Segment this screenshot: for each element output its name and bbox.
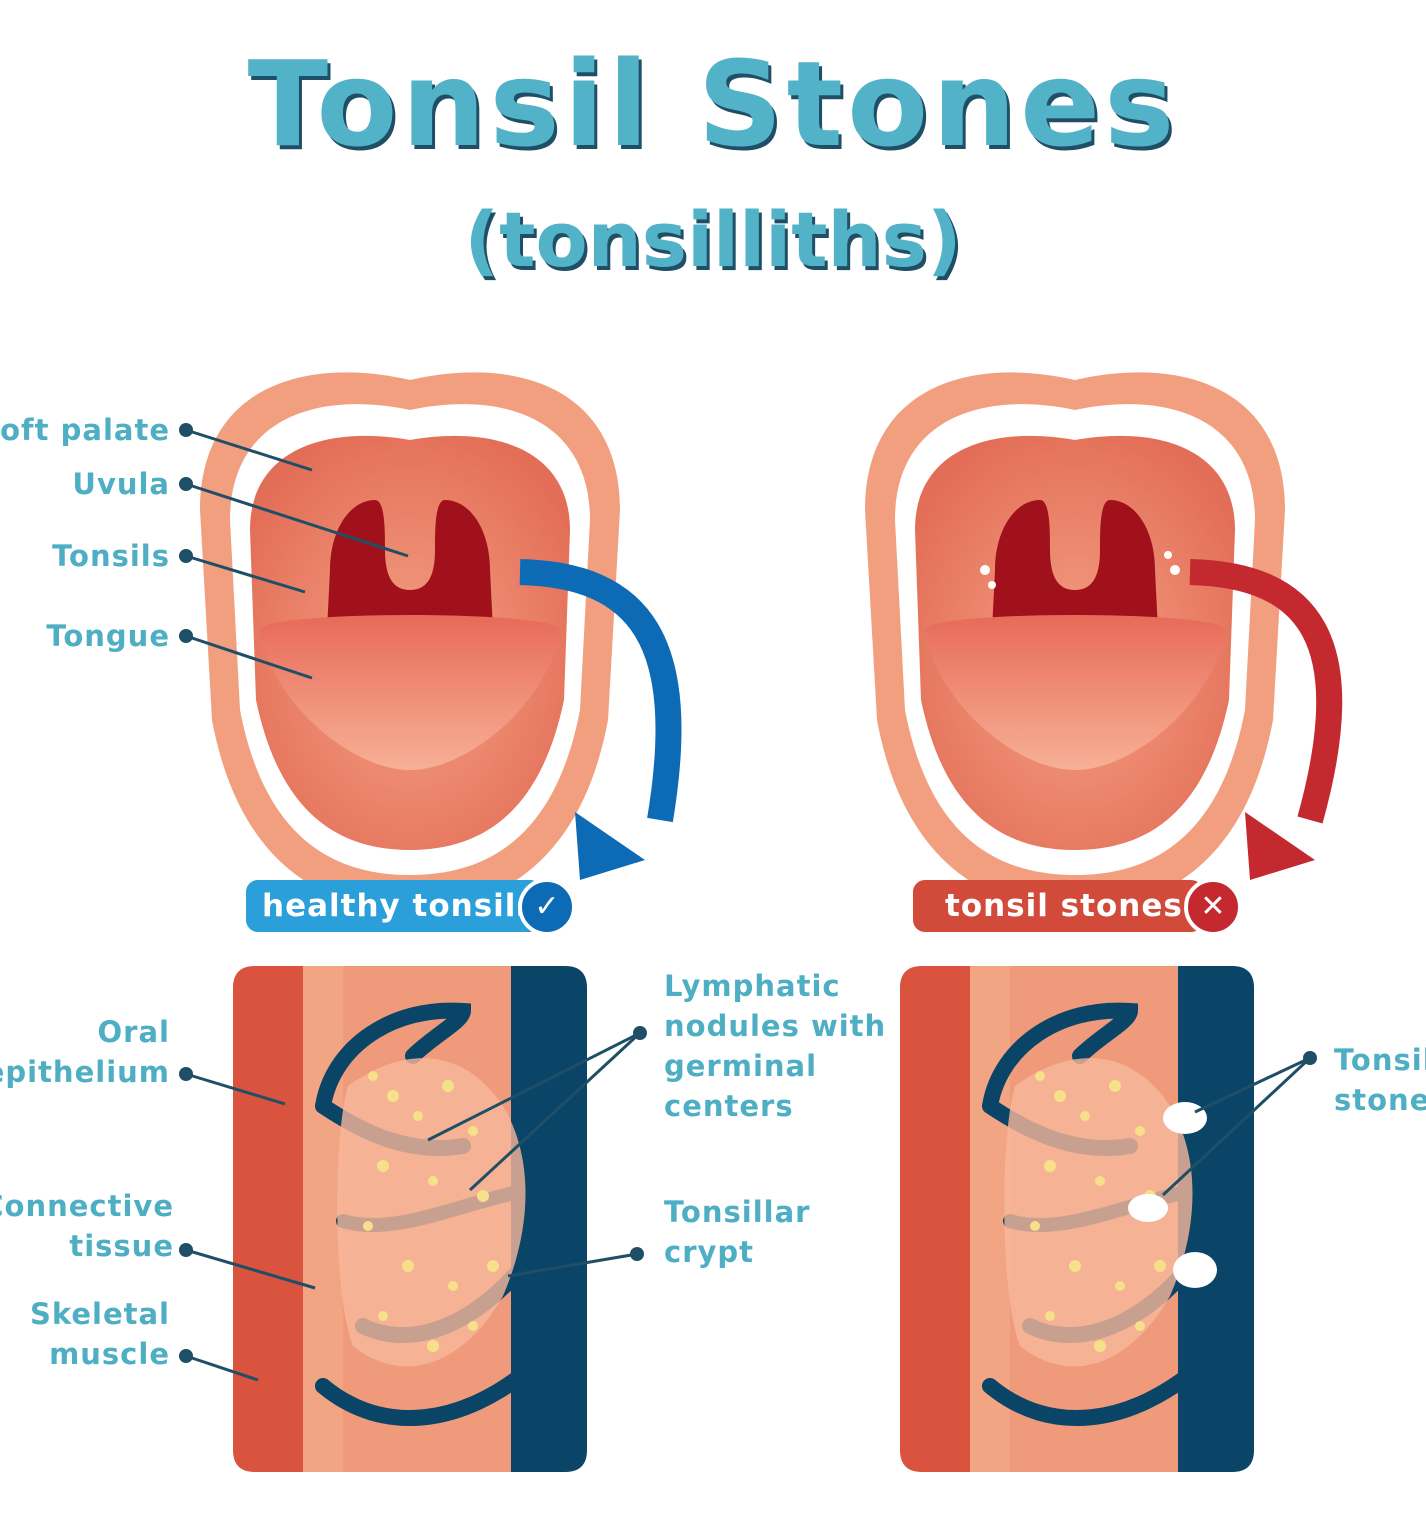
stones-tissue-panel <box>900 966 1254 1472</box>
tonsil-stone-dots <box>980 551 1180 589</box>
label-tongue: Tongue <box>46 619 170 653</box>
healthy-tonsils-badge-label: healthy tonsils <box>262 888 536 924</box>
healthy-arrow <box>519 559 682 823</box>
leader-lines <box>185 428 1312 1382</box>
healthy-tissue-panel <box>233 966 587 1472</box>
tonsil-stones-badge: tonsil stones <box>913 880 1203 932</box>
label-uvula: Uvula <box>72 467 170 501</box>
x-circle-icon: ✕ <box>1184 878 1242 936</box>
label-tonsil-stones: Tonsilstones <box>1334 1043 1426 1118</box>
label-tonsils: Tonsils <box>52 539 170 573</box>
check-circle-icon: ✓ <box>518 878 576 936</box>
leader-dots <box>179 423 1317 1363</box>
stones-arrow <box>1189 559 1343 824</box>
tonsil-stones-badge-label: tonsil stones <box>945 888 1183 924</box>
page-subtitle: (tonsilliths) <box>464 195 962 284</box>
healthy-tonsils-badge: healthy tonsils <box>246 880 542 932</box>
label-soft-palate: Soft palate <box>0 413 170 447</box>
page-title: Tonsil Stones <box>247 35 1179 173</box>
stones-mouth-illustration <box>865 372 1285 910</box>
